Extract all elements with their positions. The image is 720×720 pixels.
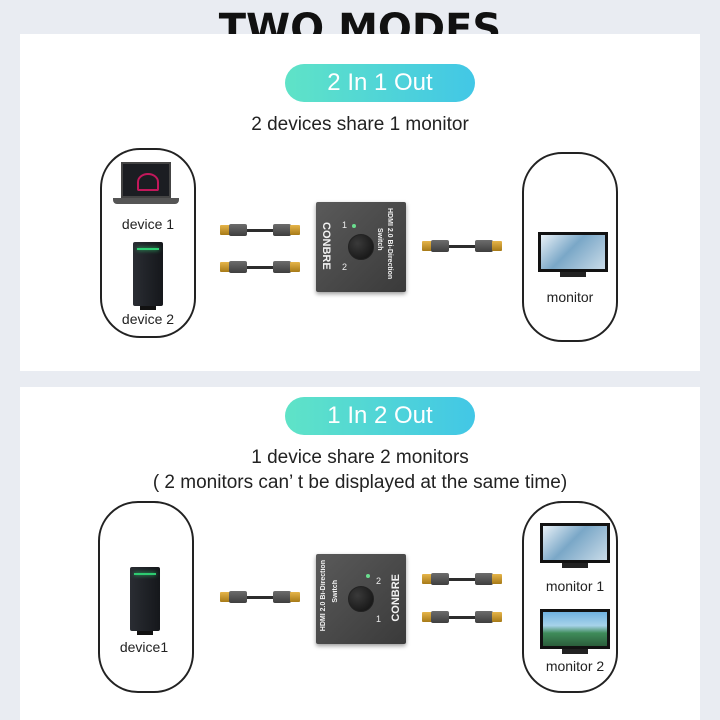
switch-button [348,234,374,260]
hdmi-switch-icon: HDMI 2.0 Bi-Direction Switch CONBRE 2 1 [316,554,406,644]
hdmi-cable-icon [422,240,502,252]
switch-model: HDMI 2.0 Bi-Direction [320,560,327,632]
device-1-label: device 1 [121,216,175,232]
mode-2in1out-panel: 2 In 1 Out 2 devices share 1 monitor dev… [20,34,700,371]
pc-tower-icon [130,567,160,635]
devices-bracket [98,501,194,693]
pc-tower-icon [133,242,163,310]
hdmi-switch-icon: CONBRE HDMI 2.0 Bi-Direction Switch 1 2 [316,202,406,292]
hdmi-cable-icon [422,573,502,585]
mode-note: ( 2 monitors can’ t be displayed at the … [152,472,568,493]
mode-1in2out-panel: 1 In 2 Out 1 device share 2 monitors ( 2… [20,387,700,720]
switch-brand: CONBRE [320,222,332,270]
device-2-label: device 2 [121,311,175,327]
mode-subtitle: 2 devices share 1 monitor [251,114,469,135]
hdmi-cable-icon [220,261,300,273]
monitor-bracket [522,152,618,342]
port-2-label: 2 [342,262,348,272]
devices-bracket [100,148,196,338]
switch-button [348,586,374,612]
led-indicator [352,224,356,228]
led-indicator [366,574,370,578]
switch-model-2: Switch [332,580,339,603]
switch-brand: CONBRE [390,574,402,622]
monitor-1-label: monitor 1 [545,578,605,594]
mode-subtitle: 1 device share 2 monitors [251,447,469,468]
mode-pill: 2 In 1 Out [285,64,475,102]
switch-model-2: Switch [376,228,383,251]
hdmi-cable-icon [220,224,300,236]
port-1-label: 1 [342,220,348,230]
device-label: device1 [119,639,169,655]
hdmi-cable-icon [220,591,300,603]
hdmi-cable-icon [422,611,502,623]
monitor-2-label: monitor 2 [545,658,605,674]
switch-model: HDMI 2.0 Bi-Direction [386,208,393,280]
monitors-bracket [522,501,618,693]
port-1-label: 1 [376,614,382,624]
monitor-label: monitor [546,289,594,305]
mode-pill: 1 In 2 Out [285,397,475,435]
port-2-label: 2 [376,576,382,586]
